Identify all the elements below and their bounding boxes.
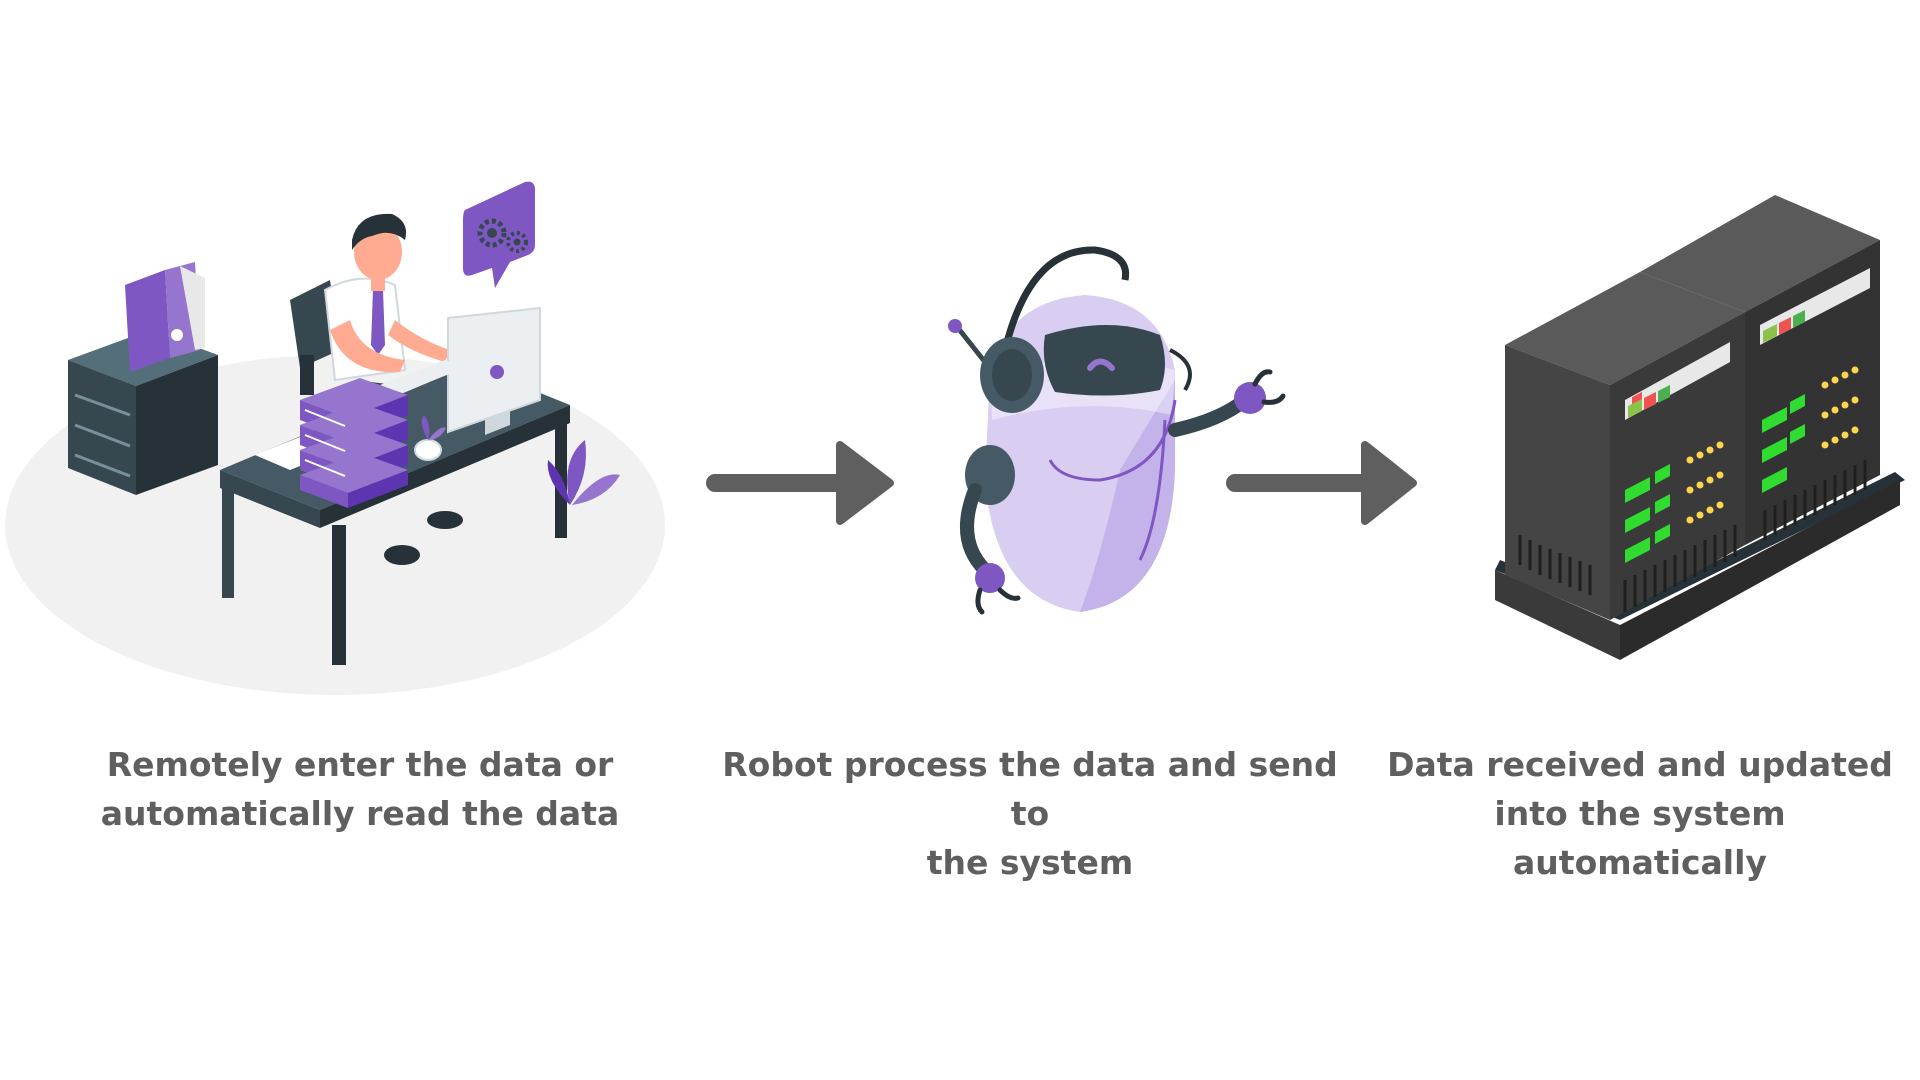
step-2-caption: Robot process the data and send to the s… [722,745,1338,882]
step-3-caption: Data received and updated into the syste… [1387,745,1893,882]
step-1-caption: Remotely enter the data or automatically… [100,745,620,833]
